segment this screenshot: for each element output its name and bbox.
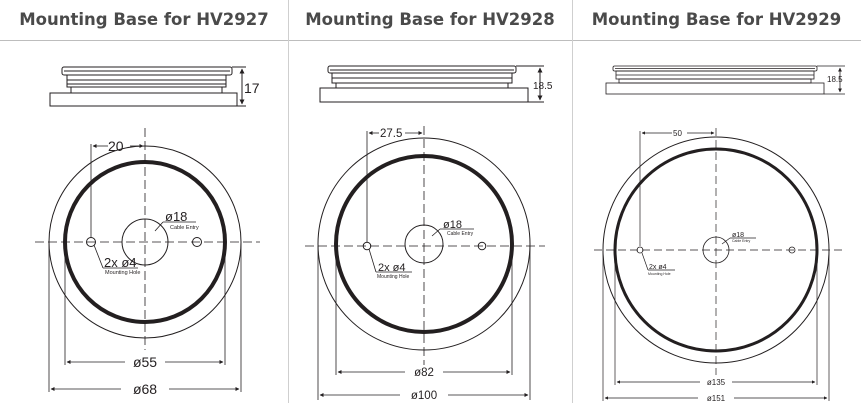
top-view <box>35 128 260 392</box>
offset-label: 27.5 <box>380 128 402 140</box>
cable-diameter-label: ø18 <box>732 232 744 239</box>
outer-diameter-label: ø68 <box>133 381 157 397</box>
outer-diameter-label: ø100 <box>411 390 437 402</box>
top-view <box>594 128 845 401</box>
drawing-hv2927: 17 20 <box>35 66 260 397</box>
drawing-hv2929: 18.5 50 ø18 Cable Entry <box>594 65 845 403</box>
inner-diameter-label: ø55 <box>133 354 157 370</box>
offset-label: 20 <box>108 138 124 154</box>
cable-entry-note: Cable Entry <box>732 239 751 243</box>
mounting-holes-label: 2x ø4 <box>104 255 137 270</box>
column-divider <box>288 0 289 403</box>
side-view <box>605 65 845 95</box>
mounting-hole-note: Mounting Hole <box>377 274 409 280</box>
inner-diameter-label: ø135 <box>707 378 726 387</box>
side-view <box>49 66 246 107</box>
column-divider <box>572 0 573 403</box>
mounting-holes-label: 2x ø4 <box>649 264 667 271</box>
cable-entry-note: Cable Entry <box>447 231 474 237</box>
column-title-hv2927: Mounting Base for HV2927 <box>19 10 269 29</box>
side-height-label: 17 <box>244 80 260 96</box>
cable-entry-note: Cable Entry <box>170 225 199 231</box>
mounting-hole-note: Mounting Hole <box>648 272 671 276</box>
side-height-label: 18.5 <box>533 81 553 92</box>
cable-diameter-label: ø18 <box>165 209 187 224</box>
mounting-holes-label: 2x ø4 <box>378 262 406 274</box>
side-view <box>319 65 544 103</box>
side-height-label: 18.5 <box>827 75 843 84</box>
mounting-hole-note: Mounting Hole <box>105 270 140 276</box>
top-view <box>305 126 545 400</box>
cable-diameter-label: ø18 <box>443 219 462 231</box>
inner-diameter-label: ø82 <box>414 367 434 379</box>
drawing-hv2928: 18.5 27.5 ø18 Cable Ent <box>305 65 553 402</box>
outer-diameter-label: ø151 <box>707 394 726 403</box>
header-row: Mounting Base for HV2927 Mounting Base f… <box>0 0 861 41</box>
offset-label: 50 <box>673 129 682 138</box>
column-title-hv2928: Mounting Base for HV2928 <box>305 10 555 29</box>
column-title-hv2929: Mounting Base for HV2929 <box>591 10 842 29</box>
